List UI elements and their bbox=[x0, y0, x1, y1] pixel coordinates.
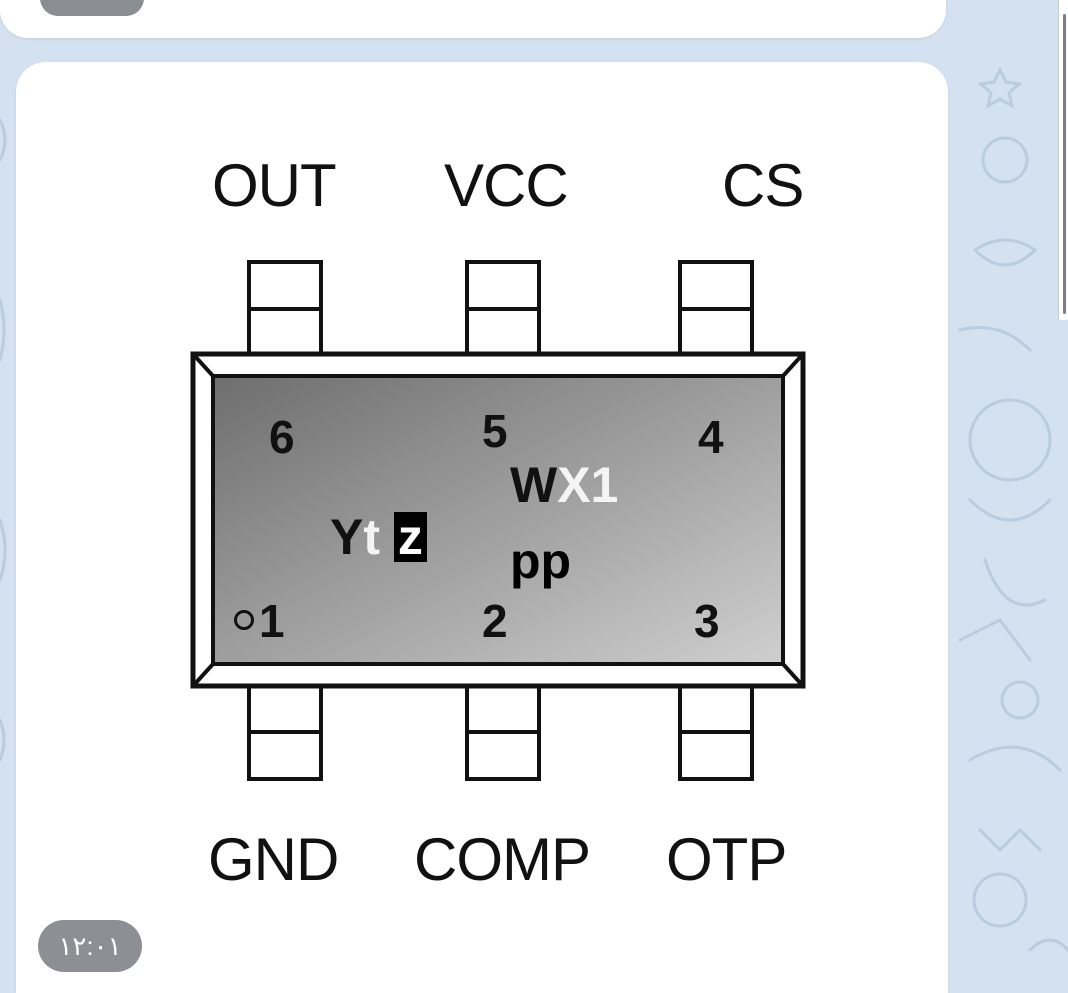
pin1-indicator-dot bbox=[234, 610, 254, 630]
message-timestamp: ۱۲:۰۱ bbox=[38, 920, 142, 972]
pin-label-otp: OTP bbox=[666, 826, 787, 893]
chip-marking-line1: WX1 bbox=[510, 460, 618, 510]
pin-label-gnd: GND bbox=[208, 826, 339, 893]
marking-y: Y bbox=[330, 509, 364, 565]
pin-number-4: 4 bbox=[698, 411, 724, 463]
bottom-leads bbox=[247, 683, 754, 781]
pin-number-1: 1 bbox=[259, 595, 285, 647]
chip-marking-line2: Yt z bbox=[330, 512, 427, 562]
chip-marking-line3: pp bbox=[510, 533, 572, 589]
marking-t: t bbox=[363, 509, 381, 565]
pin-label-vcc: VCC bbox=[444, 152, 569, 219]
pin-number-2: 2 bbox=[482, 595, 508, 647]
pin-label-comp: COMP bbox=[414, 826, 591, 893]
pin-label-out: OUT bbox=[212, 152, 337, 219]
pin-label-cs: CS bbox=[722, 152, 804, 219]
previous-message-time-pill bbox=[40, 0, 144, 16]
package-body bbox=[190, 351, 806, 689]
sot23-6-package-image[interactable] bbox=[16, 62, 948, 993]
image-message-bubble[interactable]: OUT VCC CS GND COMP OTP 6 5 4 1 2 3 WX1 … bbox=[16, 62, 948, 993]
marking-w: W bbox=[510, 457, 558, 513]
previous-message-bubble bbox=[0, 0, 946, 38]
marking-z-inverse: z bbox=[393, 512, 427, 562]
top-leads bbox=[247, 260, 754, 358]
marking-x1: X1 bbox=[557, 457, 619, 513]
pin-number-5: 5 bbox=[482, 405, 508, 457]
scrollbar-thumb[interactable] bbox=[1063, 14, 1066, 314]
pin-number-3: 3 bbox=[694, 595, 720, 647]
pin-number-6: 6 bbox=[269, 411, 295, 463]
